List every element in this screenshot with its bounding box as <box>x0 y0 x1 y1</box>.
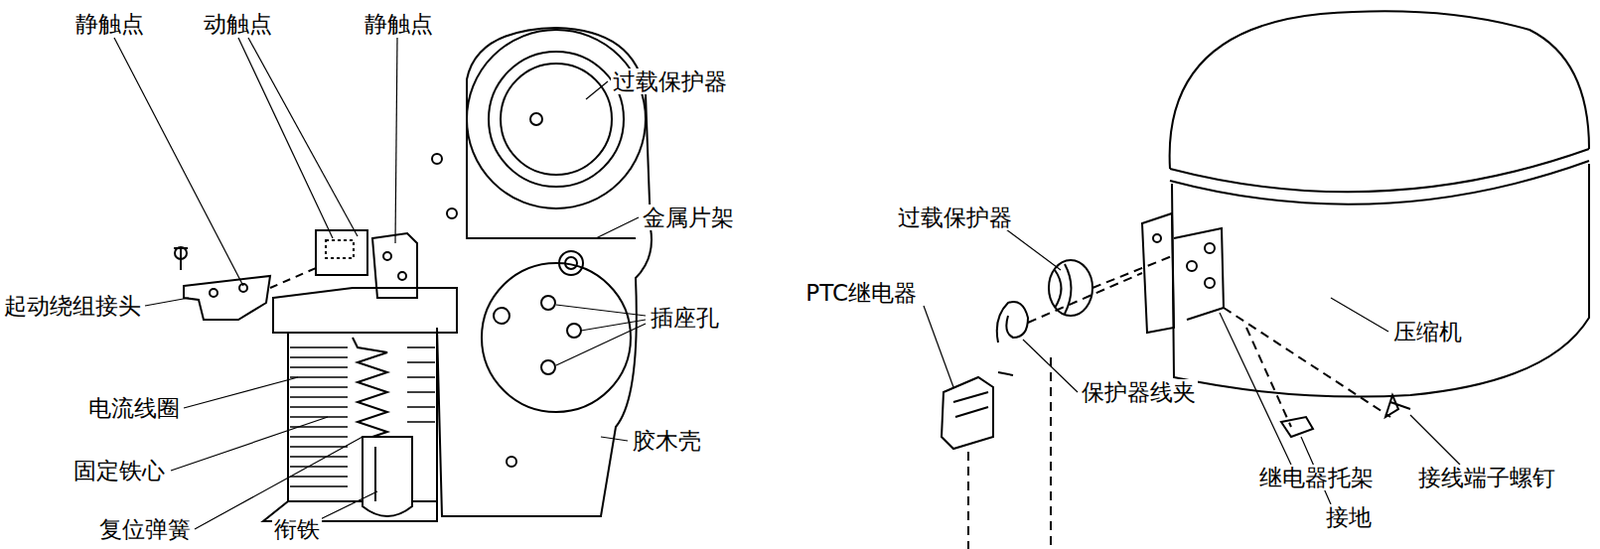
protector-clip <box>997 301 1028 343</box>
overload-protector <box>488 51 624 187</box>
moving-contact <box>315 230 368 276</box>
ptc-relay <box>941 377 994 449</box>
part-label: 压缩机 <box>1391 318 1464 345</box>
assembly-line <box>1092 256 1172 289</box>
screw <box>506 456 517 467</box>
part-label: 静触点 <box>73 10 146 37</box>
socket-plate <box>481 263 631 413</box>
part-label: 静触点 <box>362 10 436 37</box>
compressor-band <box>1169 148 1590 192</box>
overload-protector <box>1054 264 1072 314</box>
terminal-pin <box>1204 243 1215 254</box>
screw <box>174 247 187 260</box>
leader-lines <box>114 37 1460 530</box>
screw <box>530 113 543 126</box>
compressor-dome <box>1169 10 1590 169</box>
part-label: 复位弹簧 <box>97 516 193 543</box>
reset-spring <box>352 337 388 437</box>
part-label: 接地 <box>1323 504 1374 531</box>
part-label: 起动绕组接头 <box>1 292 144 319</box>
part-label: 电流线圈 <box>86 395 182 422</box>
overload-protector <box>1048 260 1093 316</box>
top-block <box>273 288 457 333</box>
screw <box>383 252 392 261</box>
start-winding-terminal <box>183 276 271 320</box>
relay-bracket <box>1173 228 1224 320</box>
overload-protector <box>500 63 612 175</box>
compressor-body <box>1171 163 1590 398</box>
ground-lug <box>1281 417 1313 437</box>
part-label: 衔铁 <box>272 516 322 543</box>
part-label: 金属片架 <box>640 204 736 231</box>
assembly-line <box>1027 273 1143 323</box>
metal-bracket <box>466 198 636 239</box>
overload-protector <box>466 29 646 209</box>
part-label: 胶木壳 <box>630 428 704 454</box>
terminal-pin <box>1204 278 1215 289</box>
socket-hole <box>541 295 556 310</box>
part-label: 动触点 <box>201 10 275 37</box>
assembly-line <box>967 451 970 549</box>
part-label: 过载保护器 <box>610 68 729 95</box>
screw <box>446 208 457 219</box>
ptc-relay <box>953 392 989 418</box>
screw <box>1153 234 1162 243</box>
part-label: 固定铁心 <box>71 457 167 484</box>
relay-bracket <box>1142 213 1174 333</box>
screw <box>432 153 442 164</box>
screw <box>173 248 188 271</box>
screw <box>209 289 218 297</box>
part-label: 继电器托架 <box>1257 464 1376 491</box>
part-label: 接线端子螺钉 <box>1416 464 1558 491</box>
socket-hole <box>541 360 556 375</box>
part-label: 插座孔 <box>648 304 722 331</box>
screw <box>493 307 510 324</box>
bakelite-housing <box>436 27 652 517</box>
assembly-line <box>1223 307 1391 418</box>
terminal-screw <box>1385 395 1411 418</box>
screw <box>398 272 407 281</box>
assembly-line <box>1049 357 1052 549</box>
armature <box>362 436 413 517</box>
compressor-band <box>1169 160 1590 205</box>
part-label: PTC继电器 <box>803 280 919 306</box>
assembly-line <box>270 268 316 289</box>
terminal-pin <box>1186 261 1197 272</box>
part-label: 过载保护器 <box>895 204 1015 231</box>
moving-contact <box>325 240 354 259</box>
socket-hole <box>567 323 582 338</box>
assembly-line <box>1246 327 1292 428</box>
ptc-relay <box>998 372 1014 376</box>
part-label: 保护器线夹 <box>1079 379 1198 406</box>
